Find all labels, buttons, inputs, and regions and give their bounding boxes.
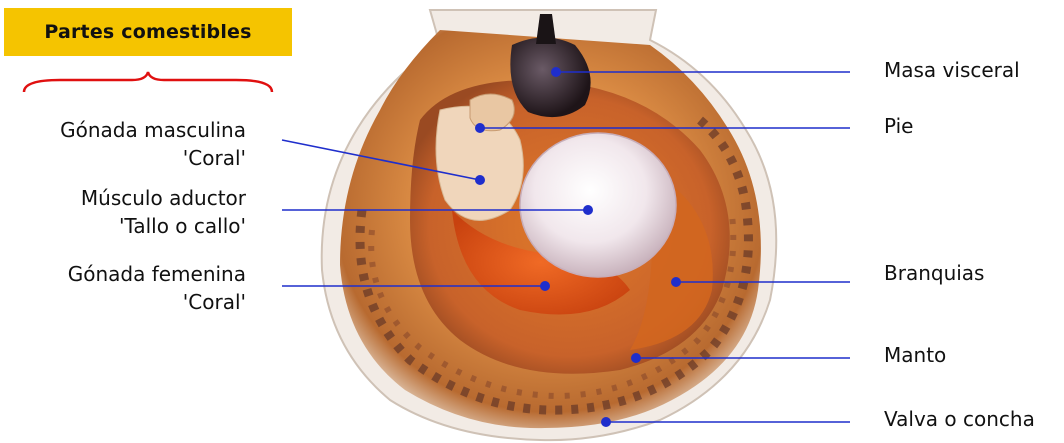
brace [24, 72, 272, 92]
label-gonada-femenina: Gónada femenina 'Coral' [68, 260, 246, 316]
label-manto: Manto [884, 341, 946, 369]
label-branquias: Branquias [884, 259, 984, 287]
label-gonada-masculina: Gónada masculina 'Coral' [60, 116, 246, 172]
label-valva-concha: Valva o concha [884, 405, 1035, 433]
label-pie: Pie [884, 112, 913, 140]
label-masa-visceral: Masa visceral [884, 56, 1020, 84]
label-musculo-aductor: Músculo aductor 'Tallo o callo' [81, 184, 246, 240]
scallop-shell [322, 10, 777, 440]
